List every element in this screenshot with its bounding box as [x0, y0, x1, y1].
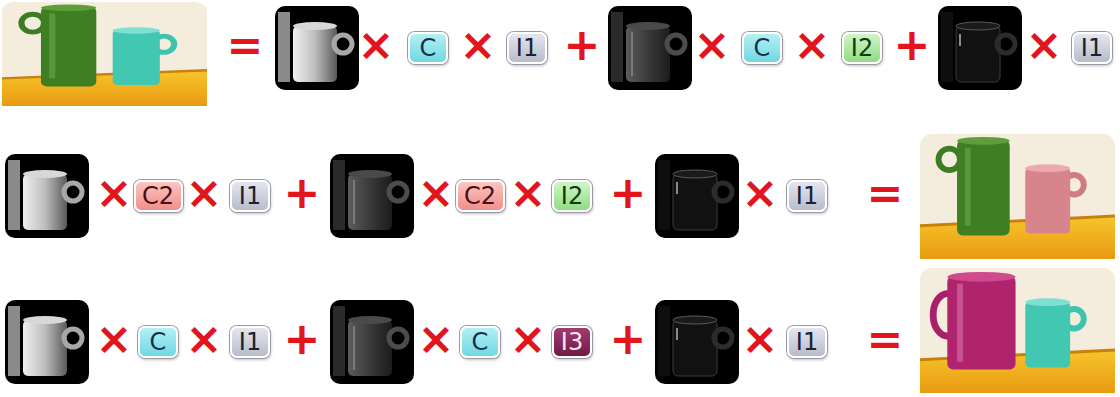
box-text: I1	[239, 184, 261, 208]
operator-symbol: =	[227, 19, 264, 70]
operator-symbol: +	[610, 313, 647, 364]
box-text: C2	[142, 184, 174, 208]
light-box: I3	[552, 326, 592, 358]
operator-symbol: ×	[418, 313, 455, 364]
shading-image	[330, 154, 414, 238]
shading-image	[655, 154, 739, 238]
operator-symbol: ×	[418, 167, 455, 218]
light-box: I2	[552, 180, 592, 212]
operator-wrap: ×	[742, 171, 779, 215]
operator-wrap: ×	[742, 317, 779, 361]
color-box: C	[742, 32, 782, 64]
operator-wrap: +	[610, 317, 647, 361]
operator-symbol: ×	[742, 313, 779, 364]
operator-wrap: ×	[794, 23, 831, 67]
operator-symbol: +	[894, 19, 931, 70]
box-text: I1	[796, 330, 818, 354]
light-box: I1	[230, 180, 270, 212]
photo	[920, 268, 1115, 393]
operator-wrap: +	[284, 317, 321, 361]
shading-image	[5, 300, 89, 384]
operator-wrap: ×	[1026, 23, 1063, 67]
operator-wrap: ×	[418, 317, 455, 361]
operator-wrap: ×	[510, 317, 547, 361]
color-box: C	[460, 326, 500, 358]
shading-image	[655, 300, 739, 384]
operator-wrap: ×	[96, 317, 133, 361]
operator-wrap: =	[227, 23, 264, 67]
operator-symbol: +	[284, 167, 321, 218]
shading-image	[275, 6, 359, 90]
light-box: I2	[842, 32, 882, 64]
operator-wrap: ×	[186, 171, 223, 215]
photo	[920, 134, 1115, 259]
operator-wrap: ×	[460, 23, 497, 67]
box-text: I2	[851, 36, 873, 60]
shading-image	[330, 300, 414, 384]
operator-symbol: ×	[742, 167, 779, 218]
photo	[2, 2, 207, 106]
operator-symbol: ×	[460, 19, 497, 70]
operator-symbol: ×	[510, 167, 547, 218]
operator-symbol: ×	[96, 313, 133, 364]
box-text: C	[472, 330, 489, 354]
operator-symbol: ×	[694, 19, 731, 70]
light-box: I1	[507, 32, 547, 64]
shading-image	[608, 6, 692, 90]
operator-wrap: ×	[418, 171, 455, 215]
operator-symbol: ×	[186, 313, 223, 364]
color-box: C2	[134, 180, 183, 212]
operator-symbol: ×	[510, 313, 547, 364]
operator-symbol: ×	[794, 19, 831, 70]
shading-image	[938, 6, 1022, 90]
operator-symbol: +	[564, 19, 601, 70]
operator-symbol: =	[867, 167, 904, 218]
light-box: I1	[230, 326, 270, 358]
box-text: I1	[239, 330, 261, 354]
box-text: C	[150, 330, 167, 354]
box-text: I1	[516, 36, 538, 60]
color-box: C2	[456, 180, 505, 212]
light-box: I1	[787, 180, 827, 212]
operator-wrap: ×	[358, 23, 395, 67]
operator-wrap: =	[867, 317, 904, 361]
box-text: I1	[796, 184, 818, 208]
shading-image	[5, 154, 89, 238]
operator-wrap: +	[564, 23, 601, 67]
box-text: C	[754, 36, 771, 60]
operator-symbol: ×	[358, 19, 395, 70]
light-box: I1	[1072, 32, 1112, 64]
box-text: C	[420, 36, 437, 60]
operator-symbol: ×	[96, 167, 133, 218]
box-text: C2	[464, 184, 496, 208]
operator-wrap: ×	[186, 317, 223, 361]
operator-wrap: ×	[96, 171, 133, 215]
operator-symbol: =	[867, 313, 904, 364]
operator-symbol: +	[284, 313, 321, 364]
operator-symbol: ×	[1026, 19, 1063, 70]
box-text: I2	[561, 184, 583, 208]
box-text: I3	[561, 330, 583, 354]
operator-wrap: ×	[694, 23, 731, 67]
color-box: C	[408, 32, 448, 64]
operator-wrap: ×	[510, 171, 547, 215]
color-box: C	[138, 326, 178, 358]
operator-wrap: +	[284, 171, 321, 215]
operator-wrap: =	[867, 171, 904, 215]
operator-symbol: +	[610, 167, 647, 218]
operator-symbol: ×	[186, 167, 223, 218]
light-box: I1	[787, 326, 827, 358]
box-text: I1	[1081, 36, 1103, 60]
operator-wrap: +	[894, 23, 931, 67]
operator-wrap: +	[610, 171, 647, 215]
